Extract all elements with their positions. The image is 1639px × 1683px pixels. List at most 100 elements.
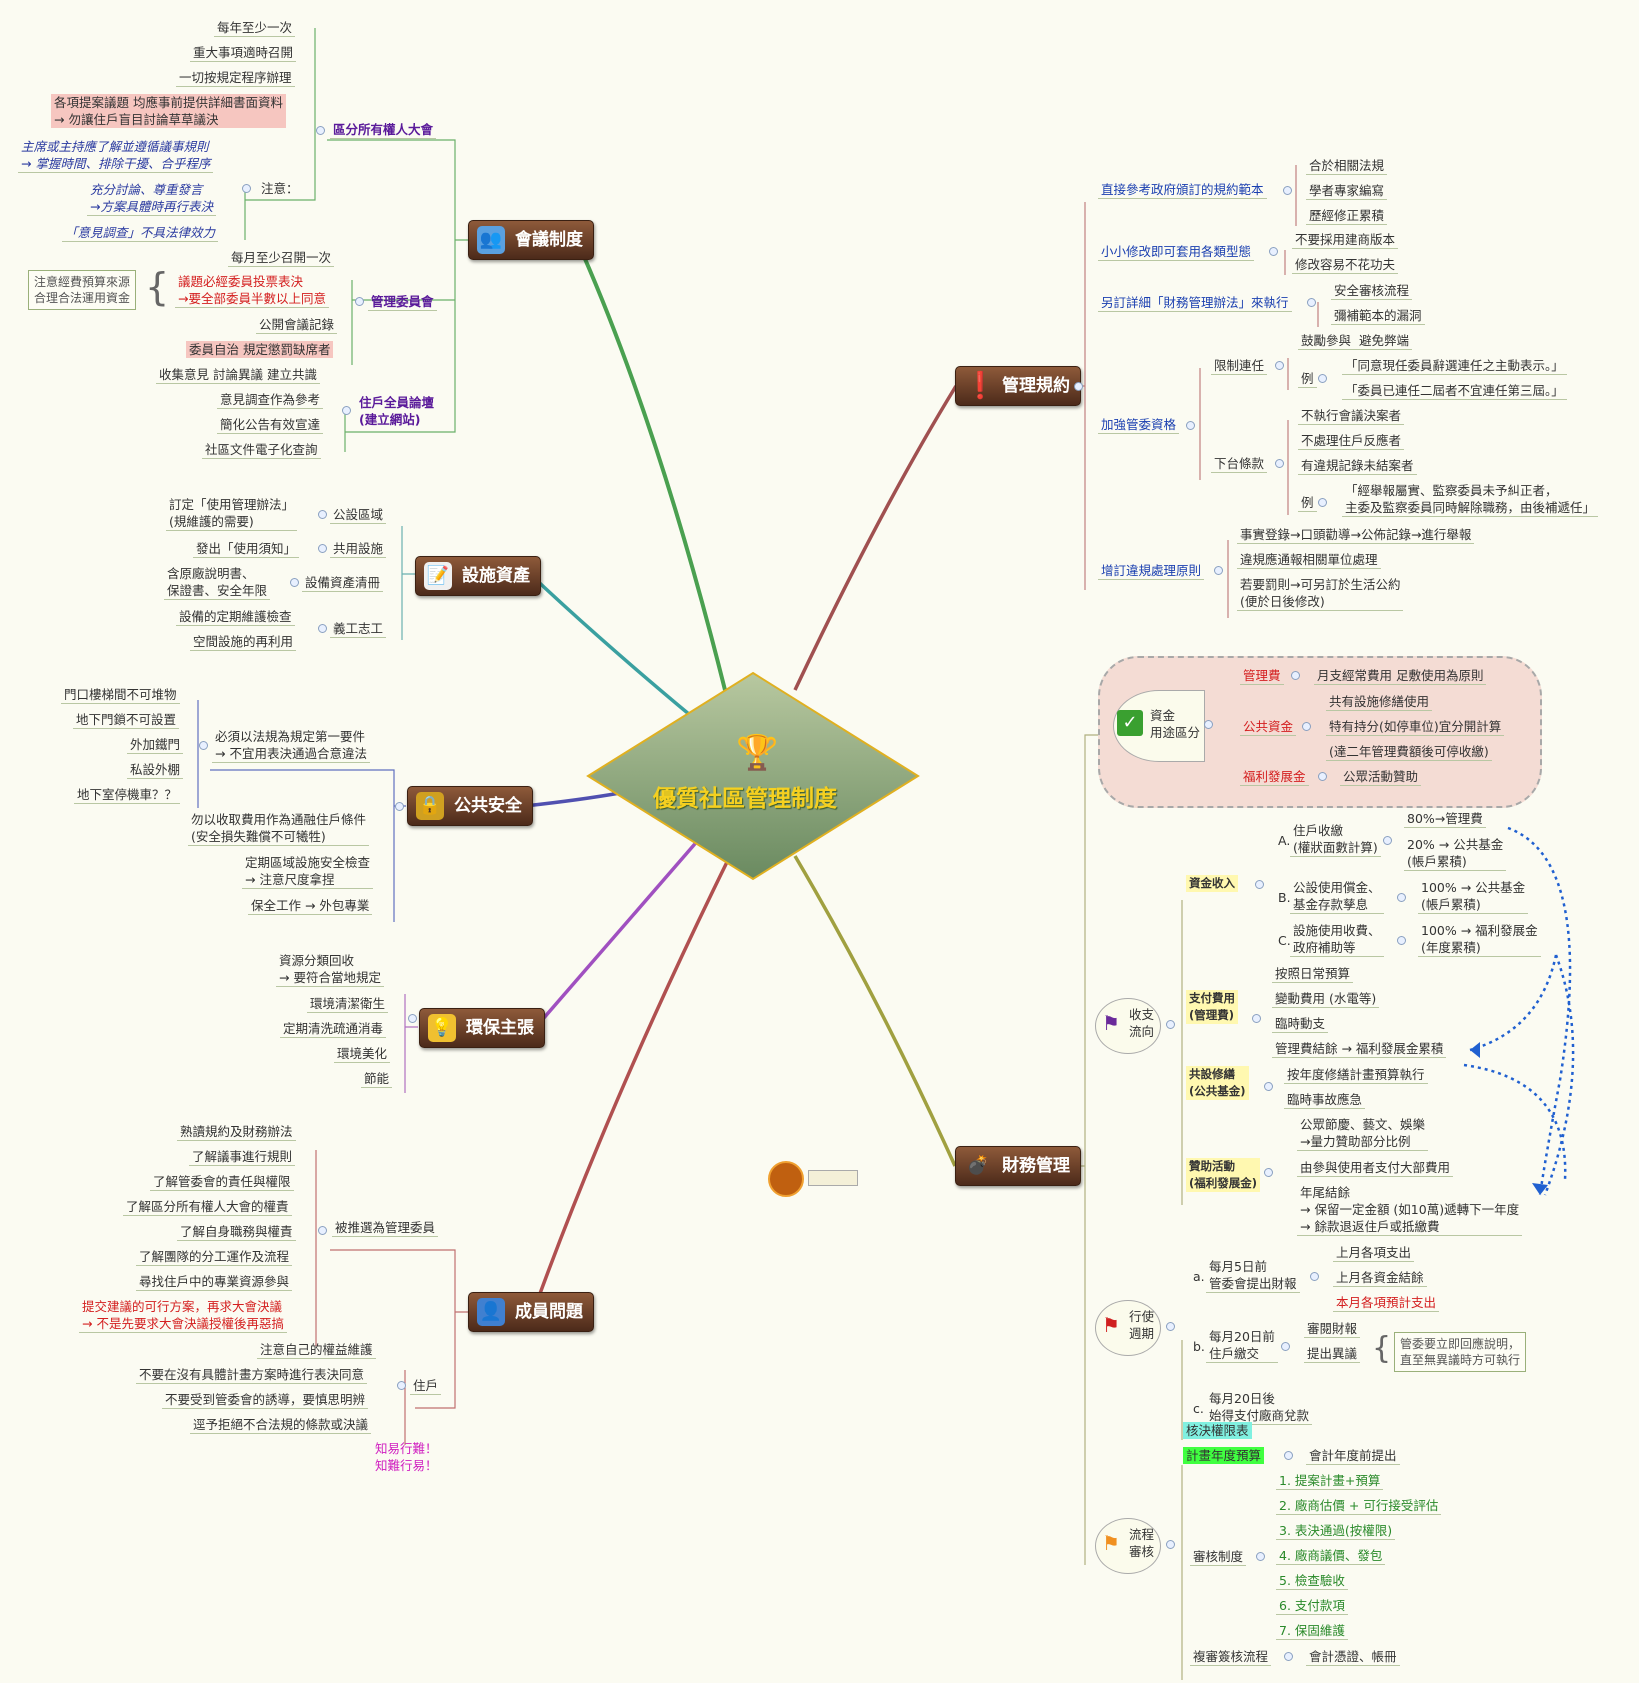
rules-detail: 合於相關法規 <box>1306 157 1388 175</box>
collapse-dot[interactable] <box>318 510 327 519</box>
audit-step: 7. 保固維護 <box>1276 1622 1348 1640</box>
rules-detail: 不執行會議決案者 <box>1298 407 1405 425</box>
collapse-dot[interactable] <box>1281 1342 1290 1351</box>
collapse-dot[interactable] <box>342 406 351 415</box>
income-source: 住戶收繳 (權狀面數計算) <box>1290 822 1381 857</box>
audit-label: 審核制度 <box>1190 1548 1247 1566</box>
collapse-dot[interactable] <box>1256 1552 1265 1561</box>
rules-detail: 有違規記錄未結案者 <box>1298 457 1417 475</box>
safety-case: 門口樓梯間不可堆物 <box>61 686 180 704</box>
note-label: 注意： <box>261 181 299 196</box>
collapse-dot[interactable] <box>1252 1014 1261 1023</box>
sponsor-label: 贊助活動 (福利發展金) <box>1186 1158 1261 1192</box>
audit-step: 1. 提案計畫+預算 <box>1276 1472 1384 1490</box>
audit-step: 4. 廠商議價、發包 <box>1276 1547 1386 1565</box>
pay-label: 支付費用 (管理費) <box>1186 990 1238 1024</box>
topic-facility[interactable]: 📝設施資產 <box>415 556 541 596</box>
topic-eco[interactable]: 💡環保主張 <box>419 1008 545 1048</box>
collapse-dot[interactable] <box>355 297 364 306</box>
safety-item: 必須以法規為規定第一要件 → 不宜用表決通過合意違法 <box>212 728 370 763</box>
collapse-dot[interactable] <box>242 184 251 193</box>
forum-item: 簡化公告有效宣達 <box>217 416 324 434</box>
collapse-dot[interactable] <box>1275 459 1284 468</box>
audit-step: 3. 表決通過(按權限) <box>1276 1522 1396 1540</box>
process-label: 流程 審核 <box>1129 1527 1155 1559</box>
income-letter: A. <box>1278 833 1291 848</box>
topic-safety[interactable]: 🔒公共安全 <box>407 786 533 826</box>
safety-case: 地下門鎖不可設置 <box>73 711 180 729</box>
elected-item: 了解議事進行規則 <box>189 1148 296 1166</box>
collapse-dot[interactable] <box>1291 671 1300 680</box>
collapse-dot[interactable] <box>1284 1652 1293 1661</box>
collapse-dot[interactable] <box>1318 772 1327 781</box>
collapse-dot[interactable] <box>318 544 327 553</box>
cycle-step: 每月20日後 始得支付廠商兌款 <box>1206 1390 1313 1425</box>
collapse-dot[interactable] <box>408 1014 417 1023</box>
topic-rules[interactable]: ❗管理規約 <box>955 366 1081 406</box>
collapse-dot[interactable] <box>1307 298 1316 307</box>
collapse-dot[interactable] <box>1284 1451 1293 1460</box>
topic-meeting[interactable]: 👥會議制度 <box>468 220 594 260</box>
topic-finance[interactable]: 💣財務管理 <box>955 1146 1081 1186</box>
example-label: 例 <box>1298 370 1317 388</box>
committee-label: 管理委員會 <box>368 293 437 311</box>
collapse-dot[interactable] <box>1204 720 1213 729</box>
eco-item: 環境清潔衛生 <box>307 995 389 1013</box>
facility-item: 設備資產清冊 <box>302 574 384 592</box>
people-link-icon: 👤 <box>477 1298 505 1326</box>
collapse-dot[interactable] <box>395 802 404 811</box>
collapse-dot[interactable] <box>318 624 327 633</box>
collapse-dot[interactable] <box>318 1226 327 1235</box>
collapse-dot[interactable] <box>1186 421 1195 430</box>
fund-type: 公共資金 <box>1240 718 1297 736</box>
rules-detail: 安全審核流程 <box>1331 282 1413 300</box>
purple-flag-icon: ⚑ <box>1102 1011 1120 1035</box>
collapse-dot[interactable] <box>1302 722 1311 731</box>
collapse-dot[interactable] <box>1074 382 1083 391</box>
collapse-dot[interactable] <box>316 126 325 135</box>
safety-case: 外加鐵門 <box>127 736 184 754</box>
collapse-dot[interactable] <box>290 578 299 587</box>
sponsor-item: 公眾節慶、藝文、娛樂 →量力贊助部分比例 <box>1297 1116 1429 1151</box>
income-label: 資金收入 <box>1186 875 1238 892</box>
collapse-dot[interactable] <box>1255 880 1264 889</box>
cycle-letter: a. <box>1193 1269 1205 1284</box>
collapse-dot[interactable] <box>1318 374 1327 383</box>
elected-item: 了解管委會的責任與權限 <box>150 1173 294 1191</box>
safety-item: 勿以收取費用作為通融住戶條件 (安全損失難償不可犧牲) <box>188 811 370 846</box>
collapse-dot[interactable] <box>1318 498 1327 507</box>
elected-item: 提交建議的可行方案，再求大會決議 → 不是先要求大會決議授權後再惡搞 <box>79 1298 287 1333</box>
safety-case: 私設外棚 <box>127 761 184 779</box>
collapse-dot[interactable] <box>199 741 208 750</box>
topic-member[interactable]: 👤成員問題 <box>468 1292 594 1332</box>
collapse-dot[interactable] <box>1397 893 1406 902</box>
collapse-dot[interactable] <box>1310 1272 1319 1281</box>
trophy-icon: 🏆 <box>736 733 779 773</box>
collapse-dot[interactable] <box>1166 1020 1175 1029</box>
eco-item: 環境美化 <box>334 1045 391 1063</box>
example-label: 例 <box>1298 494 1317 512</box>
collapse-dot[interactable] <box>1166 1322 1175 1331</box>
income-split: 100% → 福利發展金 (年度累積) <box>1418 922 1541 957</box>
collapse-dot[interactable] <box>1264 1082 1273 1091</box>
collapse-dot[interactable] <box>1383 836 1392 845</box>
checkmark-icon: ✓ <box>1117 710 1143 736</box>
people-icon: 👥 <box>477 226 505 254</box>
collapse-dot[interactable] <box>1269 247 1278 256</box>
collapse-dot[interactable] <box>1275 361 1284 370</box>
collapse-dot[interactable] <box>397 1381 406 1390</box>
cycle-letter: b. <box>1193 1339 1205 1354</box>
collapse-dot[interactable] <box>1166 1540 1175 1549</box>
collapse-dot[interactable] <box>1283 186 1292 195</box>
bomb-icon: 💣 <box>966 1155 990 1176</box>
income-split: 80%→管理費 <box>1404 810 1486 828</box>
forum-item: 社區文件電子化查詢 <box>202 441 321 459</box>
assembly-item: 每年至少一次 <box>214 19 296 37</box>
rules-detail: 不處理住戶反應者 <box>1298 432 1405 450</box>
cycle-letter: c. <box>1193 1401 1204 1416</box>
collapse-dot[interactable] <box>1264 1168 1273 1177</box>
collapse-dot[interactable] <box>1397 936 1406 945</box>
collapse-dot[interactable] <box>1214 566 1223 575</box>
forum-label: 住戶全員論壇 (建立網站) <box>359 395 435 427</box>
note-item: 主席或主持應了解並遵循議事規則 → 掌握時間、排除干擾、合乎程序 <box>18 138 214 173</box>
